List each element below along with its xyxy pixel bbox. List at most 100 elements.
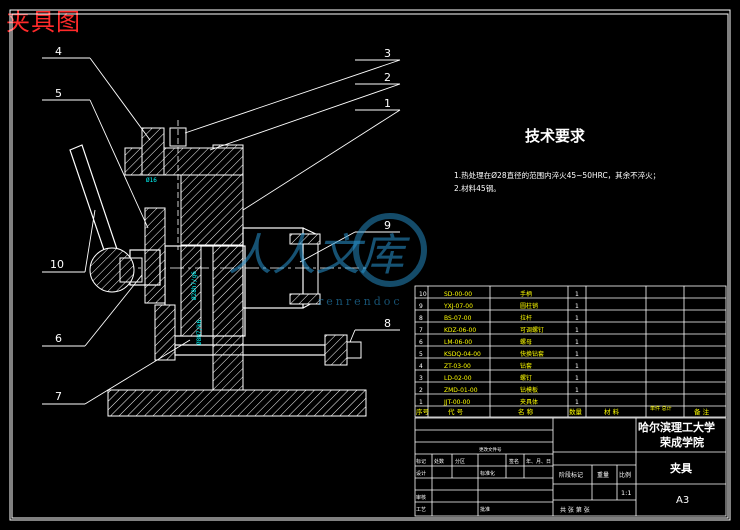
technical-requirements: 技术要求 1.热处理在Ø28直径的范围内淬火45~50HRC，其余不淬火； 2.…	[454, 127, 660, 193]
bom-h-no: 序号	[416, 407, 430, 416]
bom-cell-code: YXJ-07-00	[443, 303, 473, 310]
dim-d3: Ø8H7/k6	[196, 319, 203, 345]
drawing-name: 夹具	[670, 461, 692, 475]
fixture-body-top	[180, 174, 244, 246]
outer-border	[9, 9, 731, 521]
bom-cell-code: LD-02-00	[444, 375, 472, 382]
tb-approve: 批准	[480, 506, 490, 513]
drawing-header-title: 夹具图	[6, 8, 81, 36]
quick-bushing	[144, 207, 166, 304]
bom-cell-code: LM-06-00	[444, 339, 472, 346]
stage-label: 阶段标记	[559, 471, 583, 479]
bom-cell-name: 螺母	[520, 338, 532, 346]
tb-std: 标准化	[480, 470, 495, 477]
tb-sign: 签名	[509, 458, 519, 465]
bom-cell-no: 4	[419, 363, 423, 370]
bom-table	[414, 285, 727, 418]
leader-lines	[42, 57, 401, 405]
bom-cell-no: 1	[419, 399, 423, 406]
bom-cell-no: 3	[419, 375, 423, 382]
balloon-2: 2	[384, 71, 391, 84]
fixture-assembly: Ø16 Ø28h7/g6 Ø8H7/k6	[69, 120, 370, 417]
bom-cell-code: KSDQ-04-00	[444, 351, 481, 358]
tb-zone: 分区	[455, 458, 465, 465]
bom-cell-no: 8	[419, 315, 423, 322]
pull-rod	[174, 344, 326, 356]
bom-cell-qty: 1	[575, 363, 579, 370]
bom-cell-code: ZT-03-00	[444, 363, 471, 370]
balloon-8: 8	[384, 317, 391, 330]
title-block-text: 哈尔滨理工大学 荣成学院 夹具 A3 阶段标记 重量 比例 1:1 共 张 第 …	[416, 420, 715, 514]
tb-change: 更改文件号	[479, 446, 502, 453]
bom-cell-no: 6	[419, 339, 423, 346]
bom-cell-no: 2	[419, 387, 423, 394]
bom-cell-name: 快换钻套	[520, 350, 544, 358]
tb-mark: 标记	[416, 458, 426, 465]
tech-note-1: 1.热处理在Ø28直径的范围内淬火45~50HRC，其余不淬火；	[454, 170, 660, 180]
bom-cell-qty: 1	[575, 339, 579, 346]
bom-header: 序号 代 号 名 称 数量 材 料 单件 总计 备 注	[416, 405, 710, 416]
balloon-6: 6	[55, 332, 62, 345]
balloon-4: 4	[55, 45, 62, 58]
bom-cell-name: 螺钉	[520, 374, 532, 382]
watermark: 人人文库 renrendoc	[228, 213, 427, 308]
tb-count: 处数	[434, 458, 444, 465]
balloon-7: 7	[55, 390, 62, 403]
bom-cell-name: 手柄	[520, 290, 532, 298]
sheet-size: A3	[676, 495, 689, 506]
tb-process: 工艺	[416, 507, 426, 513]
bom-cell-name: 圆柱销	[520, 302, 538, 310]
bom-cell-no: 10	[419, 291, 427, 298]
bom-h-material: 材 料	[604, 407, 620, 416]
university-line1: 哈尔滨理工大学	[638, 420, 715, 434]
watermark-brand: 人人文库	[228, 230, 411, 281]
bom-cell-qty: 1	[575, 387, 579, 394]
bom-cell-qty: 1	[575, 315, 579, 322]
part-balloons: 3 2 1 4 5 10 6 7 9 8	[50, 45, 391, 403]
bom-h-name: 名 称	[518, 407, 534, 416]
bom-h-weight: 单件 总计	[650, 405, 672, 412]
bom-cell-qty: 1	[575, 291, 579, 298]
bom-h-code: 代 号	[448, 407, 464, 416]
balloon-10: 10	[50, 258, 64, 271]
tech-note-2: 2.材料45钢。	[454, 183, 501, 193]
base-plate	[107, 389, 367, 417]
bom-cell-no: 9	[419, 303, 423, 310]
bom-cell-qty: 1	[575, 375, 579, 382]
bom-cell-code: KDZ-06-00	[444, 327, 476, 334]
bom-cell-name: 钻套	[520, 362, 532, 370]
drill-bushing	[141, 127, 165, 176]
handle	[69, 144, 143, 293]
university-line2: 荣成学院	[659, 435, 704, 449]
bom-cell-qty: 1	[575, 327, 579, 334]
weight-label: 重量	[597, 471, 609, 479]
nut	[154, 304, 176, 361]
bom-cell-no: 7	[419, 327, 423, 334]
bom-cell-qty: 1	[575, 399, 579, 406]
tb-design: 设计	[416, 470, 426, 477]
tb-review: 审核	[416, 494, 426, 501]
balloon-1: 1	[384, 97, 391, 110]
bom-h-remark: 备 注	[694, 407, 710, 416]
title-block	[414, 417, 727, 517]
balloon-3: 3	[384, 47, 391, 60]
tech-heading: 技术要求	[525, 127, 586, 145]
dim-d1: Ø16	[146, 177, 157, 184]
bom-cell-code: ZMD-01-00	[444, 387, 478, 394]
bom-cell-code: BS-07-00	[444, 315, 472, 322]
bom-cell-name: 夹具体	[520, 398, 538, 406]
bom-cell-qty: 1	[575, 303, 579, 310]
dim-d2: Ø28h7/g6	[191, 271, 198, 300]
balloon-9: 9	[384, 219, 391, 232]
bom-cell-name: 拉杆	[520, 314, 532, 322]
bom-cell-no: 5	[419, 351, 423, 358]
bom-cell-qty: 1	[575, 351, 579, 358]
balloon-5: 5	[55, 87, 62, 100]
scale-label: 比例	[619, 471, 631, 479]
sheet-count: 共 张 第 张	[560, 506, 590, 514]
screw-head	[169, 127, 187, 147]
bom-cell-name: 钻模板	[520, 386, 538, 394]
inner-border	[11, 13, 729, 519]
tb-date: 年、月、日	[526, 458, 551, 465]
